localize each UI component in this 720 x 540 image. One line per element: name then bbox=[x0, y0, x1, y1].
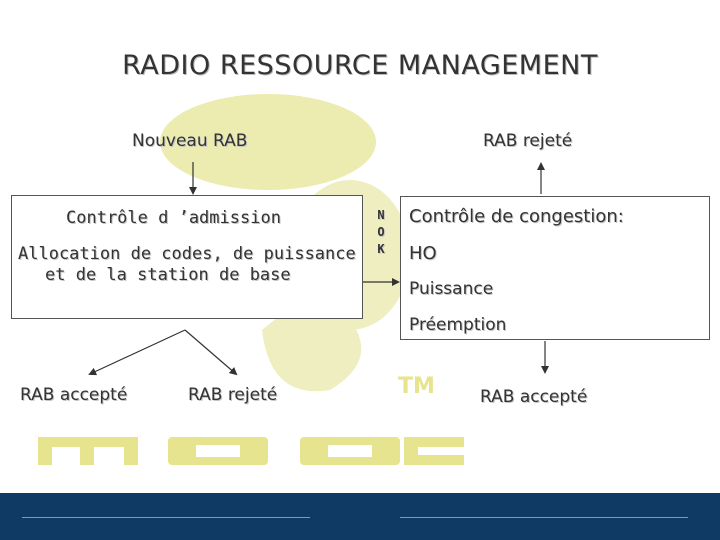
rab-rejete-top-label: RAB rejeté bbox=[483, 131, 573, 151]
svg-text:TM: TM bbox=[398, 374, 435, 399]
page-title: RADIO RESSOURCE MANAGEMENT bbox=[122, 50, 598, 81]
congestion-control-heading: Contrôle de congestion: bbox=[409, 206, 624, 227]
footer-line-left bbox=[22, 517, 310, 518]
nok-letter-o: O bbox=[377, 225, 385, 239]
preemption-item: Préemption bbox=[409, 315, 507, 335]
congestion-control-box: Contrôle de congestion: HO Puissance Pré… bbox=[400, 196, 710, 340]
allocation-text-2: et de la station de base bbox=[45, 265, 291, 285]
nok-label: N O K bbox=[374, 207, 388, 258]
puissance-item: Puissance bbox=[409, 279, 494, 299]
footer-bar bbox=[0, 493, 720, 540]
footer-line-right bbox=[400, 517, 688, 518]
arrow-admission-to-accepte bbox=[88, 329, 186, 376]
nok-letter-k: K bbox=[377, 242, 385, 256]
ho-item: HO bbox=[409, 243, 437, 264]
admission-control-box: Contrôle d ’admission Allocation de code… bbox=[11, 195, 363, 319]
rab-accepte-right-label: RAB accepté bbox=[480, 387, 588, 407]
nok-letter-n: N bbox=[377, 208, 385, 222]
rab-rejete-mid-label: RAB rejeté bbox=[188, 385, 278, 405]
allocation-text-1: Allocation de codes, de puissance bbox=[18, 244, 356, 264]
rab-accepte-left-label: RAB accepté bbox=[20, 385, 128, 405]
nouveau-rab-label: Nouveau RAB bbox=[132, 131, 248, 151]
admission-control-text: Contrôle d ’admission bbox=[66, 208, 281, 228]
arrow-admission-to-rejete bbox=[184, 329, 238, 376]
